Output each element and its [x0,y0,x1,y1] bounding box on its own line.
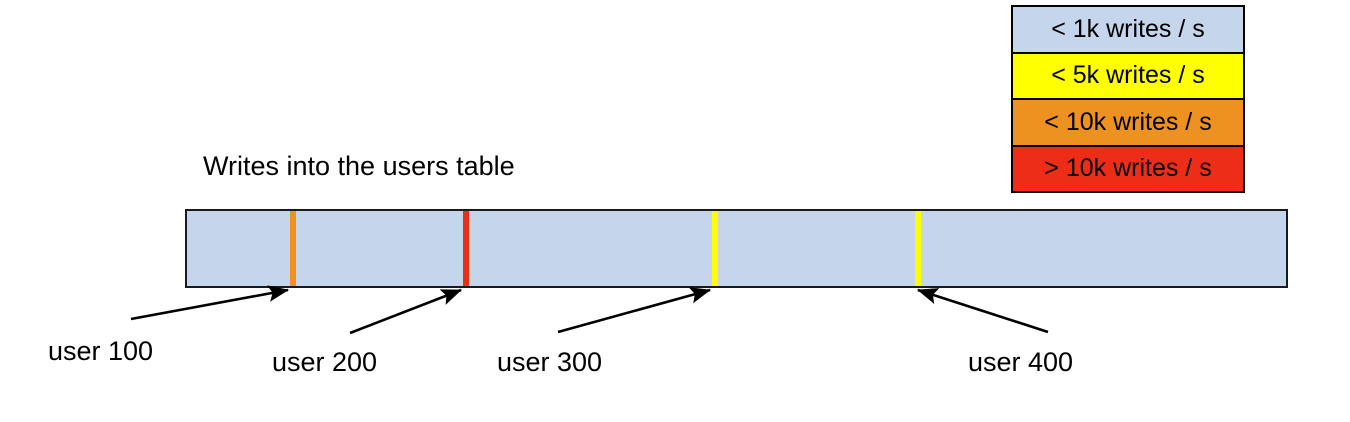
arrow-user-100 [130,285,290,321]
legend-row-under-10k: < 10k writes / s [1013,100,1243,147]
legend-label-under-5k: < 5k writes / s [1051,61,1205,90]
user-200-marker [463,211,469,286]
user-300-marker [712,211,718,286]
write-rate-legend: < 1k writes / s < 5k writes / s < 10k wr… [1011,5,1245,193]
user-400-label: user 400 [968,347,1074,377]
legend-label-under-1k: < 1k writes / s [1051,14,1205,43]
legend-row-under-5k: < 5k writes / s [1013,53,1243,100]
arrow-user-400 [917,288,1049,334]
user-200-label: user 200 [272,347,378,377]
legend-label-under-10k: < 10k writes / s [1044,107,1212,136]
users-table-bar [185,209,1288,288]
chart-title: Writes into the users table [203,151,515,181]
arrow-user-200 [349,288,462,335]
arrow-user-300 [557,287,712,334]
legend-row-over-10k: > 10k writes / s [1013,146,1243,191]
legend-label-over-10k: > 10k writes / s [1044,154,1212,183]
user-100-marker [290,211,296,286]
legend-row-under-1k: < 1k writes / s [1013,7,1243,54]
user-400-marker [915,211,921,286]
user-100-label: user 100 [48,336,154,366]
user-300-label: user 300 [497,347,603,377]
